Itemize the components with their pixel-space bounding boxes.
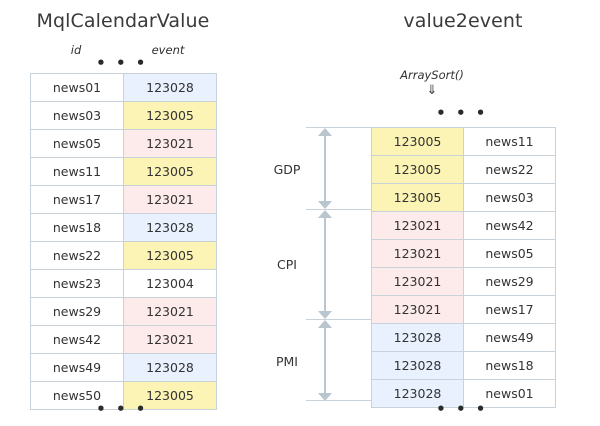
cell-id: news49 [463,323,556,352]
cell-id: news01 [463,379,556,408]
arrow-shaft [324,216,326,313]
right-table-title: value2event [403,10,523,32]
arrow-head-down-icon [318,311,332,319]
cell-id: news05 [463,239,556,268]
cell-event: 123021 [123,325,217,354]
cell-event: 123028 [123,73,217,102]
cell-event: 123028 [123,353,217,382]
cell-event: 123028 [371,351,464,380]
left-column-header-id: id [70,43,82,57]
arrow-shaft [324,326,326,395]
group-label-cpi: CPI [277,257,297,272]
cell-event: 123005 [371,155,464,184]
cell-event: 123021 [371,295,464,324]
cell-id: news49 [30,353,124,382]
right-table-ellipsis-top: • • • [436,104,488,122]
cell-id: news29 [463,267,556,296]
cell-event: 123021 [123,297,217,326]
cell-id: news18 [30,213,124,242]
cell-id: news18 [463,351,556,380]
cell-id: news17 [30,185,124,214]
arrow-head-up-icon [318,210,332,218]
cell-id: news03 [30,101,124,130]
group-label-gdp: GDP [273,162,301,177]
left-table-ellipsis-top: • • • [96,54,148,72]
cell-id: news42 [30,325,124,354]
right-table-ellipsis-bottom: • • • [436,400,488,418]
cell-id: news23 [30,269,124,298]
cell-id: news22 [30,241,124,270]
down-arrow-icon: ⇓ [426,83,438,98]
left-table-title: MqlCalendarValue [36,10,210,32]
cell-event: 123005 [371,183,464,212]
cell-event: 123028 [371,323,464,352]
cell-id: news29 [30,297,124,326]
left-column-header-event: event [151,43,185,57]
group-range-arrow-cpi [318,210,332,319]
cell-event: 123028 [123,213,217,242]
left-table-ellipsis-bottom: • • • [96,400,148,418]
cell-id: news11 [463,127,556,156]
group-range-arrow-gdp [318,128,332,209]
group-label-pmi: PMI [275,354,298,369]
cell-event: 123005 [123,157,217,186]
cell-event: 123005 [123,381,217,410]
array-sort-label: ArraySort() [400,68,464,82]
cell-event: 123021 [123,129,217,158]
cell-id: news01 [30,73,124,102]
group-separator-top [306,127,371,128]
cell-id: news11 [30,157,124,186]
cell-id: news50 [30,381,124,410]
cell-event: 123021 [371,267,464,296]
cell-id: news05 [30,129,124,158]
arrow-head-up-icon [318,128,332,136]
cell-event: 123004 [123,269,217,298]
cell-event: 123005 [371,127,464,156]
group-separator-gdp-cpi [306,209,371,210]
cell-id: news42 [463,211,556,240]
cell-id: news03 [463,183,556,212]
arrow-head-down-icon [318,393,332,401]
arrow-shaft [324,134,326,203]
array-sort-annotation: ArraySort() ⇓ [372,68,492,97]
cell-id: news22 [463,155,556,184]
cell-event: 123021 [123,185,217,214]
cell-event: 123021 [371,239,464,268]
cell-event: 123021 [371,211,464,240]
cell-event: 123005 [123,241,217,270]
group-range-arrow-pmi [318,320,332,401]
cell-event: 123005 [123,101,217,130]
group-separator-cpi-pmi [306,319,371,320]
group-separator-bottom [306,400,371,401]
arrow-head-down-icon [318,201,332,209]
arrow-head-up-icon [318,320,332,328]
cell-id: news17 [463,295,556,324]
